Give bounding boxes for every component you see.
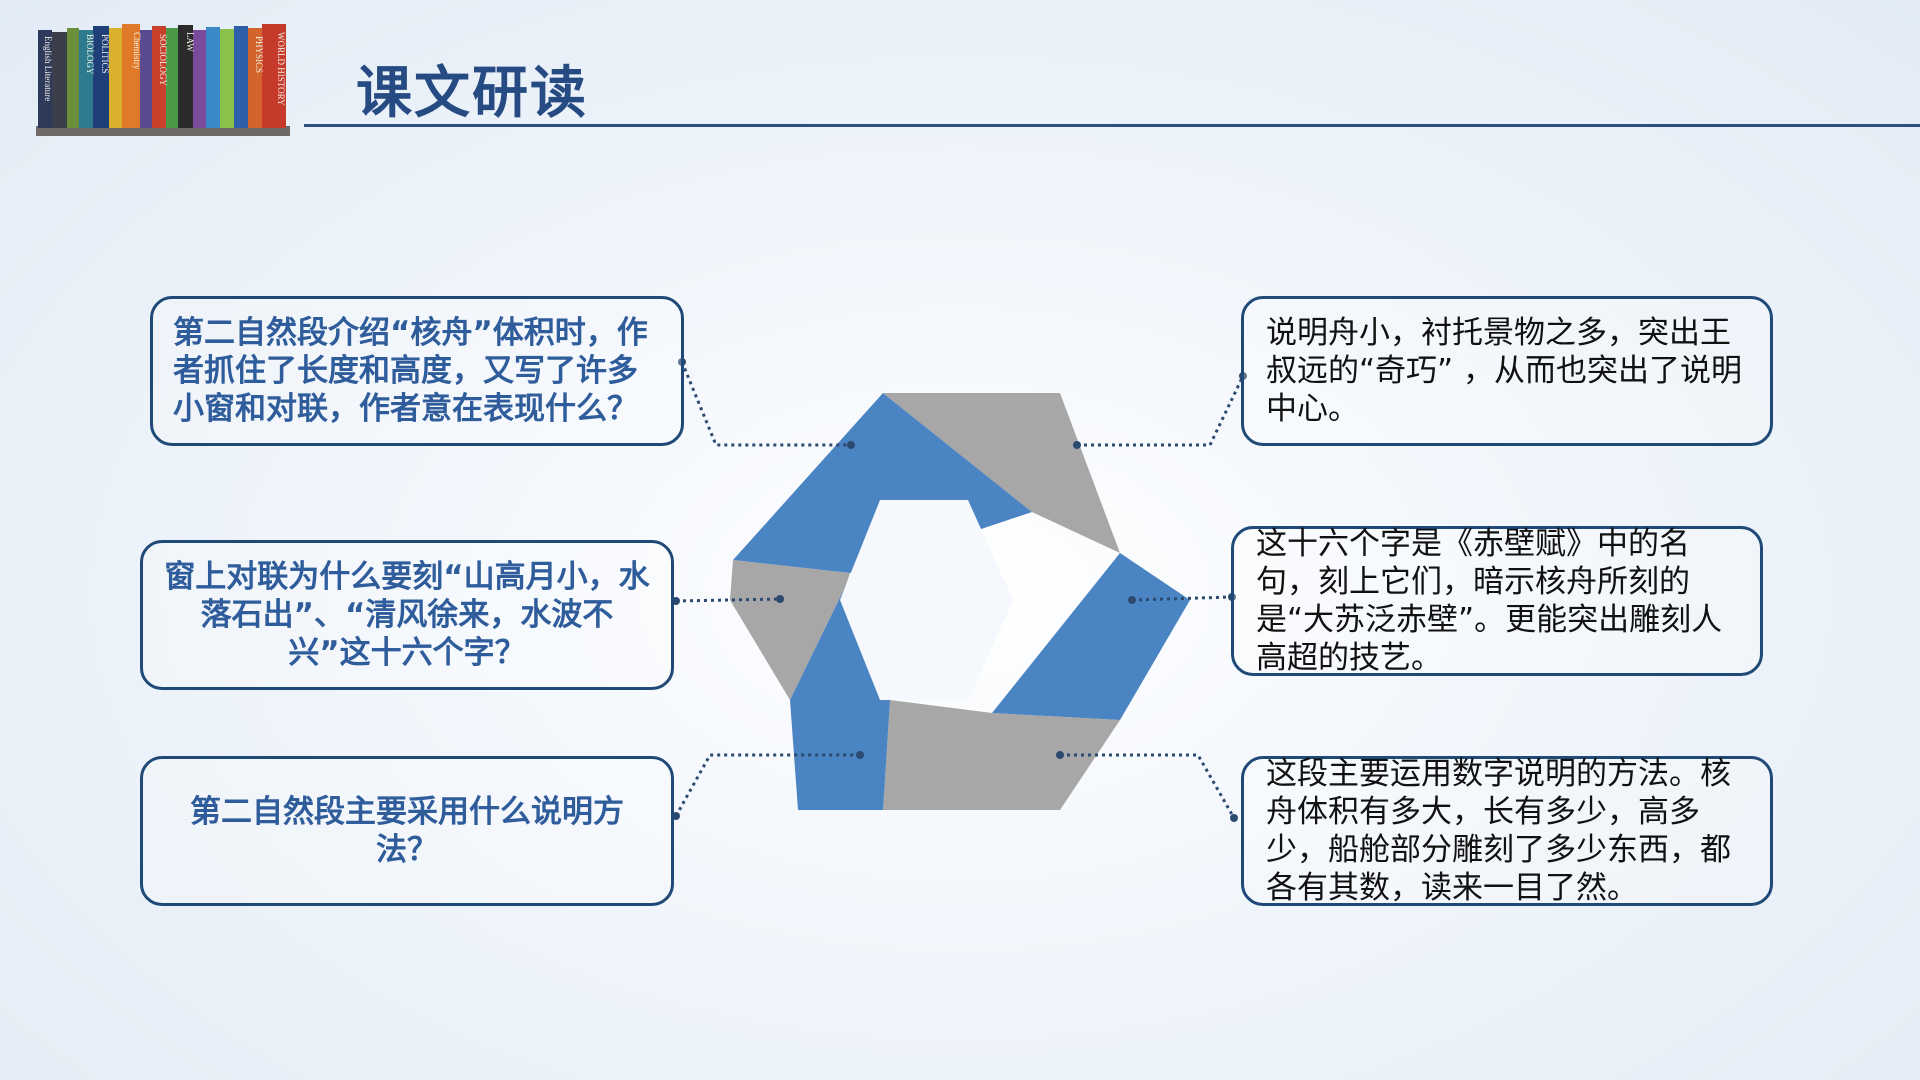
spine-law: LAW bbox=[185, 32, 195, 52]
connector-q1 bbox=[680, 361, 851, 447]
ring-hole bbox=[840, 500, 1013, 700]
answer-box-3: 这段主要运用数字说明的方法。核舟体积有多大，长有多少，高多少，船舱部分雕刻了多少… bbox=[1241, 756, 1773, 906]
connector-q3 bbox=[674, 753, 860, 817]
bookshelf-image: WORLD HISTORY PHYSICS LAW SOCIOLOGY Chem… bbox=[36, 24, 290, 136]
connector-dot bbox=[1128, 596, 1136, 604]
ring-segment-gray-top-right bbox=[883, 393, 1120, 553]
connector-dot bbox=[776, 595, 784, 603]
answer-text: 说明舟小，衬托景物之多，突出王叔远的“奇巧” ，从而也突出了说明中心。 bbox=[1266, 315, 1742, 427]
answer-box-1: 说明舟小，衬托景物之多，突出王叔远的“奇巧” ，从而也突出了说明中心。 bbox=[1241, 296, 1773, 446]
question-box-1: 第二自然段介绍“核舟”体积时，作者抓住了长度和高度，又写了许多小窗和对联，作者意… bbox=[150, 296, 684, 446]
spine-politics: POLITICS bbox=[100, 34, 110, 74]
spine-world-history: WORLD HISTORY bbox=[276, 32, 286, 106]
question-text: 窗上对联为什么要刻“山高月小，水落石出”、“清风徐来，水波不兴”这十六个字？ bbox=[164, 559, 650, 671]
question-box-2: 窗上对联为什么要刻“山高月小，水落石出”、“清风徐来，水波不兴”这十六个字？ bbox=[140, 540, 674, 690]
connector-dot bbox=[672, 597, 680, 605]
connector-dot bbox=[847, 441, 855, 449]
question-box-3: 第二自然段主要采用什么说明方法？ bbox=[140, 756, 674, 906]
connector-q2 bbox=[675, 597, 781, 603]
connector-dot bbox=[1073, 441, 1081, 449]
connector-a2 bbox=[1131, 595, 1233, 602]
ring-segment-gray-left bbox=[730, 560, 850, 700]
page-title: 课文研读 bbox=[356, 61, 588, 126]
connector-lines bbox=[674, 361, 1245, 819]
question-text: 第二自然段主要采用什么说明方法？ bbox=[190, 794, 624, 868]
connector-dot bbox=[1056, 751, 1064, 759]
hexagon-ring-graphic bbox=[730, 393, 1190, 810]
ring-segment-blue-right bbox=[992, 553, 1190, 720]
spine-biology: BIOLOGY bbox=[85, 34, 95, 75]
title-divider bbox=[304, 124, 1920, 127]
connector-a1 bbox=[1077, 375, 1245, 447]
answer-text: 这十六个字是《赤壁赋》中的名句，刻上它们，暗示核舟所刻的是“大苏泛赤壁”。更能突… bbox=[1256, 526, 1723, 676]
connector-dot bbox=[672, 812, 680, 820]
spine-sociology: SOCIOLOGY bbox=[158, 34, 168, 87]
spine-english-literature: English Literature bbox=[43, 36, 53, 101]
ring-segment-gray-bottom-right bbox=[883, 700, 1120, 810]
connector-dot bbox=[856, 751, 864, 759]
answer-text: 这段主要运用数字说明的方法。核舟体积有多大，长有多少，高多少，船舱部分雕刻了多少… bbox=[1266, 756, 1731, 906]
spine-chemistry: Chemistry bbox=[132, 32, 142, 70]
answer-box-2: 这十六个字是《赤壁赋》中的名句，刻上它们，暗示核舟所刻的是“大苏泛赤壁”。更能突… bbox=[1231, 526, 1763, 676]
question-text: 第二自然段介绍“核舟”体积时，作者抓住了长度和高度，又写了许多小窗和对联，作者意… bbox=[173, 315, 648, 427]
spine-physics: PHYSICS bbox=[254, 36, 264, 73]
connector-dot bbox=[1230, 814, 1238, 822]
